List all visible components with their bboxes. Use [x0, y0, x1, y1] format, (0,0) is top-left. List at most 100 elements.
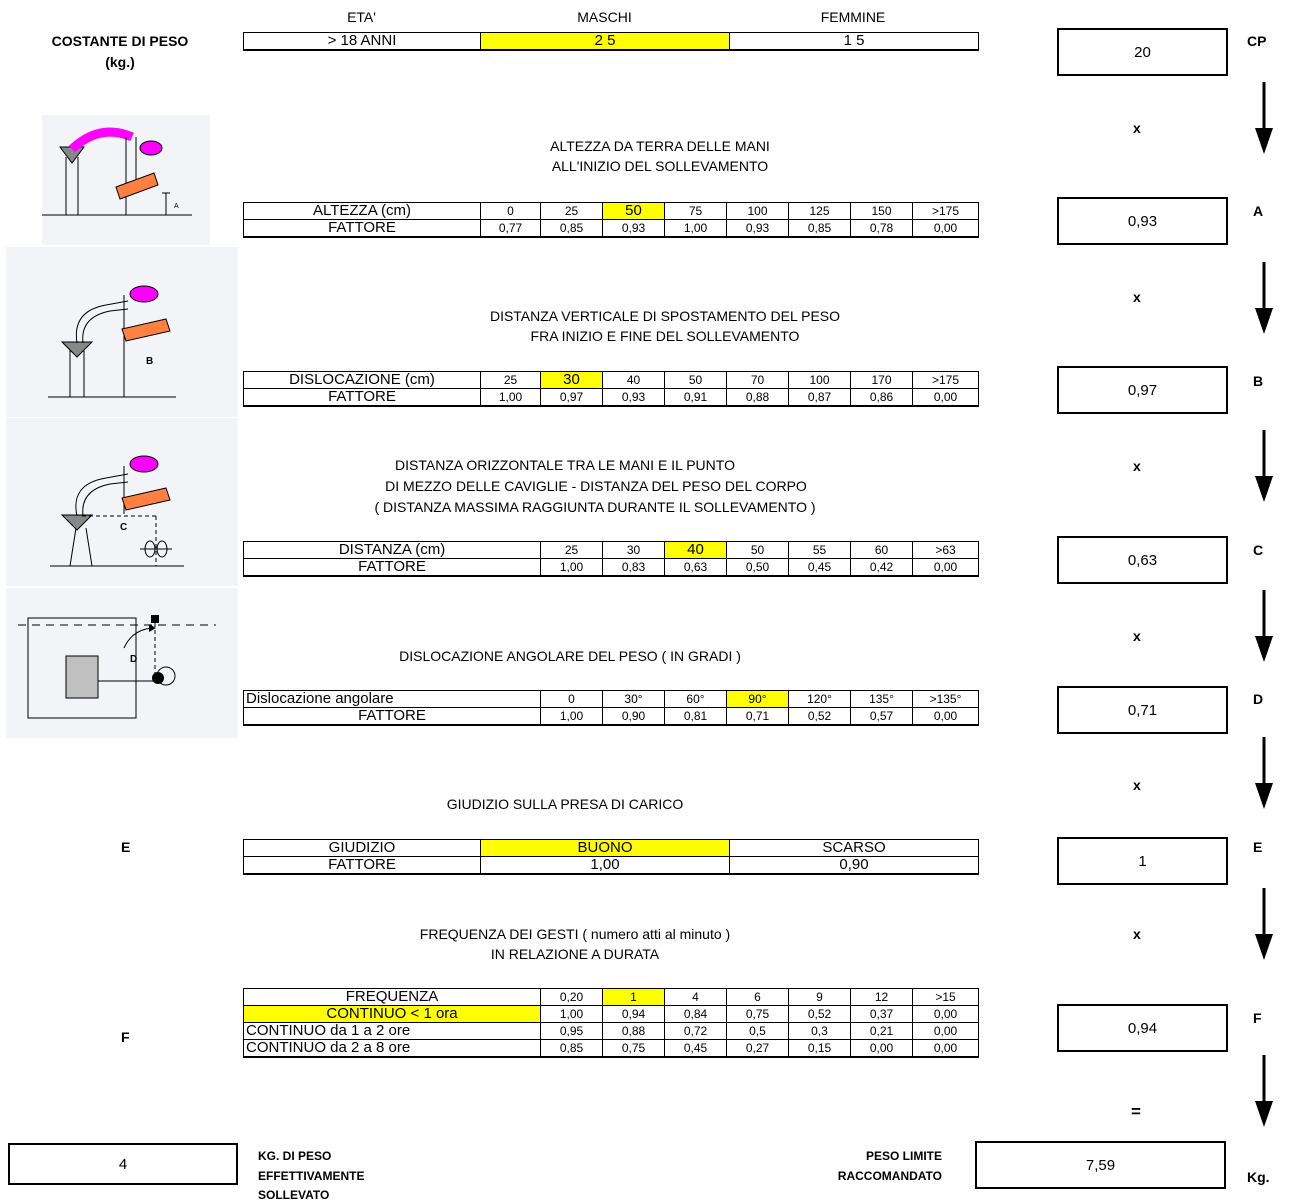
- c-header-cell: 55: [788, 541, 852, 559]
- b-header-cell: 170: [850, 371, 913, 389]
- f-result-value: 0,94: [1127, 1019, 1158, 1037]
- f-row-label: CONTINUO da 1 a 2 ore: [242, 1022, 542, 1040]
- f-header-cell: 9: [788, 988, 852, 1006]
- cp-header-female: FEMMINE: [820, 9, 886, 25]
- multiply-sign: x: [1133, 458, 1141, 474]
- f-header-cell: 4: [664, 988, 728, 1006]
- cp-header-age: ETA': [347, 9, 376, 25]
- f-cell: 0,27: [726, 1039, 790, 1058]
- f-title-line1: FREQUENZA DEI GESTI ( numero atti al min…: [419, 926, 731, 942]
- c-table: DISTANZA (cm) 25 30 40 50 55 60 >63 FATT…: [242, 541, 980, 577]
- arrow-down-icon: [1255, 590, 1273, 662]
- c-code: C: [1253, 542, 1264, 558]
- b-header-label: DISLOCAZIONE (cm): [243, 371, 481, 389]
- cp-result-value: 20: [1134, 43, 1151, 61]
- e-left-label: E: [121, 839, 131, 855]
- c-factor-cell: 0,42: [850, 558, 914, 577]
- f-header-cell: >15: [912, 988, 980, 1006]
- a-header-cell-selected: 50: [602, 202, 665, 220]
- e-header-cell-selected: BUONO: [480, 839, 730, 857]
- cp-table: > 18 ANNI 2 5 1 5: [243, 32, 979, 51]
- cp-male-cell: 2 5: [480, 32, 730, 51]
- figure-d-panel: D: [6, 588, 238, 738]
- f-cell: 0,00: [850, 1039, 914, 1058]
- b-result-value: 0,97: [1127, 381, 1158, 399]
- c-header-cell: 50: [726, 541, 790, 559]
- f-header-cell-selected: 1: [602, 988, 666, 1006]
- b-result-box: 0,97: [1057, 366, 1228, 414]
- figure-c-panel: C: [6, 418, 238, 586]
- arrow-down-icon: [1255, 888, 1273, 960]
- multiply-sign: x: [1133, 926, 1141, 942]
- b-header-cell-selected: 30: [540, 371, 603, 389]
- f-cell: 0,00: [912, 1039, 980, 1058]
- c-header-cell: 60: [850, 541, 914, 559]
- figure-b-label: B: [146, 356, 153, 367]
- b-header-cell: >175: [912, 371, 979, 389]
- b-factor-cell: 0,00: [912, 388, 979, 407]
- c-factor-cell: 1,00: [540, 558, 604, 577]
- c-factor-cell: 0,63: [664, 558, 728, 577]
- f-cell: 0,00: [912, 1022, 980, 1040]
- d-factor-cell: 0,90: [602, 707, 665, 726]
- f-cell: 1,00: [540, 1005, 604, 1023]
- b-factor-cell: 0,97: [540, 388, 603, 407]
- f-cell: 0,84: [664, 1005, 728, 1023]
- e-result-value: 1: [1138, 852, 1147, 870]
- c-header-cell: >63: [912, 541, 980, 559]
- actual-weight-label-line3: SOLLEVATO: [258, 1188, 330, 1202]
- b-factor-cell: 0,86: [850, 388, 913, 407]
- cp-female-cell: 1 5: [729, 32, 979, 51]
- e-factor-label: FATTORE: [243, 856, 481, 875]
- d-factor-cell: 0,71: [726, 707, 789, 726]
- multiply-sign: x: [1133, 120, 1141, 136]
- cp-result-box: 20: [1057, 28, 1228, 76]
- actual-weight-label-line2: EFFETTIVAMENTE: [258, 1169, 365, 1183]
- b-factor-cell: 0,87: [788, 388, 851, 407]
- b-header-cell: 40: [602, 371, 665, 389]
- f-cell: 0,52: [788, 1005, 852, 1023]
- e-header-cell: SCARSO: [729, 839, 979, 857]
- f-cell: 0,15: [788, 1039, 852, 1058]
- angular-displacement-figure: D: [18, 615, 216, 719]
- lifting-height-figure: A: [42, 127, 192, 216]
- cp-unit: (kg.): [105, 54, 135, 70]
- a-header-cell: 100: [726, 202, 789, 220]
- c-title-line1: DISTANZA ORIZZONTALE TRA LE MANI E IL PU…: [395, 457, 735, 473]
- a-factor-cell: 0,77: [480, 219, 541, 238]
- a-header-label: ALTEZZA (cm): [243, 202, 481, 220]
- d-header-cell: >135°: [912, 690, 979, 708]
- b-header-cell: 100: [788, 371, 851, 389]
- f-header-cell: 12: [850, 988, 914, 1006]
- f-cell: 0,88: [602, 1022, 666, 1040]
- arrow-down-icon: [1255, 737, 1273, 809]
- b-title-line2: FRA INIZIO E FINE DEL SOLLEVAMENTO: [530, 328, 800, 344]
- a-header-cell: 0: [480, 202, 541, 220]
- f-header-label: FREQUENZA: [242, 988, 542, 1006]
- limit-weight-unit: Kg.: [1247, 1169, 1270, 1185]
- e-title: GIUDIZIO SULLA PRESA DI CARICO: [446, 796, 684, 812]
- d-factor-label: FATTORE: [243, 707, 541, 726]
- d-header-label: Dislocazione angolare: [243, 690, 541, 708]
- b-factor-cell: 1,00: [480, 388, 541, 407]
- figure-c-label: C: [120, 522, 127, 533]
- d-header-cell-selected: 90°: [726, 690, 789, 708]
- d-factor-cell: 1,00: [540, 707, 603, 726]
- d-factor-cell: 0,57: [850, 707, 913, 726]
- multiply-sign: x: [1133, 628, 1141, 644]
- f-cell: 0,45: [664, 1039, 728, 1058]
- a-header-cell: >175: [912, 202, 979, 220]
- horizontal-distance-figure: C: [50, 455, 184, 567]
- d-factor-cell: 0,81: [664, 707, 727, 726]
- a-result-box: 0,93: [1057, 197, 1228, 245]
- a-title-line2: ALL'INIZIO DEL SOLLEVAMENTO: [551, 158, 769, 174]
- c-factor-cell: 0,83: [602, 558, 666, 577]
- f-cell: 0,94: [602, 1005, 666, 1023]
- a-table: ALTEZZA (cm) 0 25 50 75 100 125 150 >175…: [243, 202, 979, 238]
- a-factor-cell: 1,00: [664, 219, 727, 238]
- a-title-line1: ALTEZZA DA TERRA DELLE MANI: [550, 138, 770, 154]
- multiply-sign: x: [1133, 289, 1141, 305]
- a-header-cell: 25: [540, 202, 603, 220]
- b-code: B: [1253, 373, 1264, 389]
- b-header-cell: 50: [664, 371, 727, 389]
